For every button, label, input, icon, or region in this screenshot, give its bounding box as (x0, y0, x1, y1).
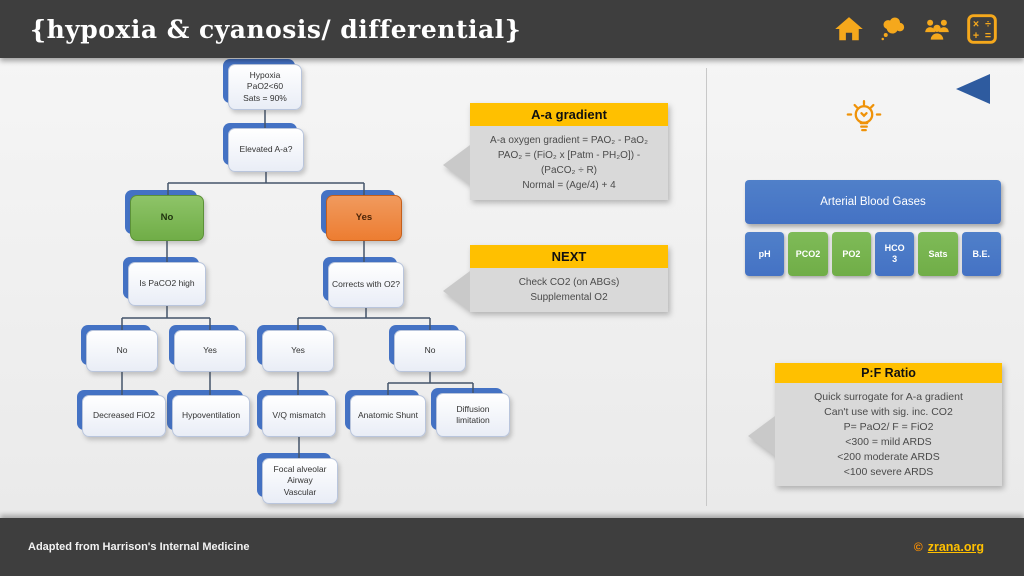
flow-node-hypoventilation: Hypoventilation (167, 390, 250, 437)
abg-box-be: B.E. (961, 232, 1001, 276)
abg-box-ph: pH (745, 232, 785, 276)
svg-text:×: × (973, 19, 979, 31)
flow-node-anatomic-shunt: Anatomic Shunt (345, 390, 426, 437)
credit-text: Adapted from Harrison's Internal Medicin… (28, 541, 250, 553)
site-link[interactable]: zrana.org (927, 540, 984, 554)
abg-box-pco2: PCO2 (788, 232, 828, 276)
callout-body: A-a oxygen gradient = PAO₂ - PaO₂ PAO₂ =… (470, 126, 668, 200)
flow-node-corrects-o2: Corrects with O2? (323, 257, 404, 308)
flow-node-paco2-high: Is PaCO2 high (123, 257, 206, 306)
flow-node-o2-yes: Yes (257, 325, 334, 372)
flow-node-paco2-yes: Yes (169, 325, 246, 372)
abg-row: pH PCO2 PO2 HCO 3 Sats B.E. (745, 232, 1001, 276)
audience-icon[interactable] (922, 14, 952, 44)
svg-text:+: + (973, 30, 979, 42)
callout-body: Quick surrogate for A-a gradient Can't u… (775, 383, 1002, 487)
abg-box-po2: PO2 (831, 232, 871, 276)
back-arrow-icon[interactable] (956, 74, 990, 104)
flow-node-aa-yes: Yes (321, 190, 402, 241)
callout-title: NEXT (470, 245, 668, 268)
svg-text:÷: ÷ (985, 19, 991, 31)
header-bar: {hypoxia & cyanosis/ differential} (0, 0, 1024, 58)
main-canvas: Hypoxia PaO2<60 Sats = 90% Elevated A-a?… (0, 58, 1024, 518)
lightbulb-icon (845, 98, 883, 140)
abg-box-hco3: HCO 3 (874, 232, 915, 276)
callout-next: NEXT Check CO2 (on ABGs) Supplemental O2 (443, 245, 668, 312)
flow-node-vq-mismatch: V/Q mismatch (257, 390, 336, 437)
flow-node-diffusion-limitation: Diffusion limitation (431, 388, 510, 437)
flow-node-elevated-aa: Elevated A-a? (223, 123, 304, 172)
thought-cloud-icon[interactable] (878, 14, 908, 44)
flow-node-hypoxia: Hypoxia PaO2<60 Sats = 90% (223, 59, 302, 110)
abg-title-banner: Arterial Blood Gases (745, 180, 1001, 224)
flow-node-focal-alveolar: Focal alveolar Airway Vascular (257, 453, 338, 504)
svg-text:=: = (985, 30, 991, 42)
vertical-divider (706, 68, 707, 506)
callout-title: P:F Ratio (775, 363, 1002, 383)
abg-box-sats: Sats (918, 232, 958, 276)
copyright-group: © zrana.org (914, 540, 984, 554)
home-icon[interactable] (834, 14, 864, 44)
callout-arrow-left-icon (748, 416, 775, 456)
flow-node-paco2-no: No (81, 325, 158, 372)
flow-node-aa-no: No (125, 190, 204, 241)
flowchart-connectors (121, 110, 474, 458)
callout-arrow-left-icon (443, 145, 470, 185)
callout-pf-ratio: P:F Ratio Quick surrogate for A-a gradie… (748, 363, 1002, 487)
footer-bar: Adapted from Harrison's Internal Medicin… (0, 518, 1024, 576)
abg-title: Arterial Blood Gases (820, 196, 926, 208)
page-title: {hypoxia & cyanosis/ differential} (30, 14, 522, 44)
math-icon[interactable]: × ÷ + = (966, 13, 998, 45)
callout-arrow-left-icon (443, 271, 470, 311)
callout-aa-gradient: A-a gradient A-a oxygen gradient = PAO₂ … (443, 103, 668, 200)
flow-node-decreased-fio2: Decreased FiO2 (77, 390, 166, 437)
header-icons: × ÷ + = (834, 13, 998, 45)
copyright-symbol: © (913, 540, 923, 554)
callout-body: Check CO2 (on ABGs) Supplemental O2 (470, 268, 668, 312)
callout-title: A-a gradient (470, 103, 668, 126)
flow-node-o2-no: No (389, 325, 466, 372)
